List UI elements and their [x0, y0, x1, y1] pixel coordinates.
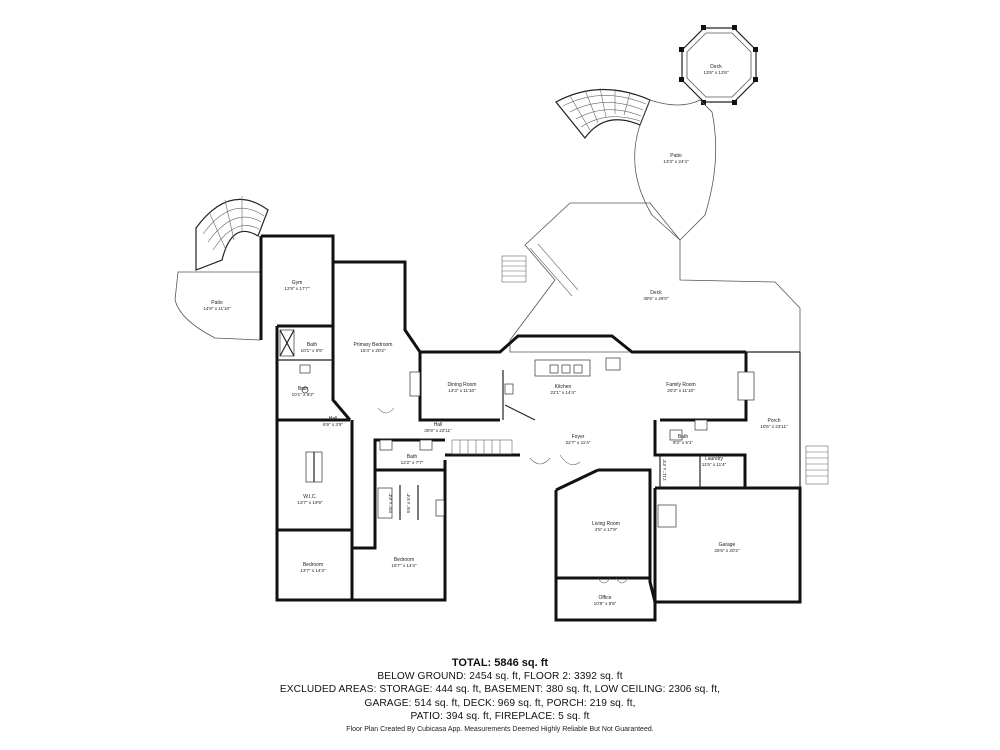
room-name: Bath [678, 434, 689, 440]
room-dim: 49'5" x 26'0" [643, 296, 669, 301]
room-dim: 10'1" x 6'5" [301, 348, 324, 353]
closet-label: 1'11" x 4'3" [662, 458, 667, 481]
room-name: Hall [329, 416, 338, 422]
room-dim: 4'5" x 17'9" [595, 527, 618, 532]
room-name: Garage [719, 542, 736, 548]
closet-label: 5'6" x 5'4" [406, 493, 411, 513]
octagon-deck [679, 25, 758, 105]
room-dim: 30'9" x 22'11" [424, 428, 452, 433]
room-name: Foyer [572, 434, 585, 440]
room-dim: 13'7" x 14'3" [300, 568, 326, 573]
room-dim: 14'3" x 11'10" [448, 388, 476, 393]
room-name: Patio [211, 300, 223, 306]
room-name: Bedroom [303, 562, 323, 568]
floor-plan: Deck 13'6" x 13'6" Patio 13'3" x 24'4" D… [174, 25, 829, 622]
room-dim: 13'6" x 13'6" [703, 70, 729, 75]
closet-label: 5'6" x 4'4" [388, 493, 393, 513]
room-name: Kitchen [555, 384, 572, 390]
area-summary: TOTAL: 5846 sq. ft BELOW GROUND: 2454 sq… [0, 656, 1000, 724]
summary-line: GARAGE: 514 sq. ft, DECK: 969 sq. ft, PO… [364, 697, 636, 709]
patio-top-outline [634, 99, 717, 241]
room-name: Laundry [705, 456, 724, 462]
summary-line: EXCLUDED AREAS: STORAGE: 444 sq. ft, BAS… [279, 684, 721, 696]
summary-line: BELOW GROUND: 2454 sq. ft, FLOOR 2: 3392… [377, 671, 623, 682]
room-dim: 20'3" x 11'10" [667, 388, 695, 393]
room-name: Family Room [666, 382, 695, 388]
room-dim: 9'3" x 5'1" [673, 440, 693, 445]
curved-steps-left [195, 196, 269, 271]
patio-left-outline [174, 271, 261, 341]
room-dim: 22'1" x 14'4" [550, 390, 576, 395]
room-name: Patio [670, 153, 682, 159]
room-labels: Deck 13'6" x 13'6" Patio 13'3" x 24'4" D… [203, 64, 788, 606]
room-name: Office [599, 595, 612, 601]
room-name: W.I.C. [303, 494, 317, 500]
curved-steps-top [555, 87, 651, 139]
room-dim: 14'9" x 11'10" [203, 306, 231, 311]
disclaimer: Floor Plan Created By Cubicasa App. Meas… [346, 726, 654, 733]
room-name: Bath [307, 342, 318, 348]
deck-main-outline [509, 202, 801, 353]
room-dim: 15'4" x 20'2" [360, 348, 386, 353]
total-area: TOTAL: 5846 sq. ft [451, 657, 549, 669]
interior-details [277, 329, 829, 584]
room-dim: 12'2" x 7'7" [401, 460, 424, 465]
room-dim: 25'6" x 20'2" [714, 548, 740, 553]
room-dim: 13'7" x 19'9" [297, 500, 323, 505]
room-name: Bath [298, 386, 309, 392]
summary-line: PATIO: 394 sq. ft, FIREPLACE: 5 sq. ft [410, 711, 590, 723]
room-dim: 10'1" x 9'2" [292, 392, 315, 397]
room-name: Bedroom [394, 557, 414, 563]
room-name: Primary Bedroom [354, 342, 393, 348]
room-name: Porch [767, 418, 780, 424]
room-name: Living Room [592, 521, 620, 527]
room-name: Deck [650, 290, 662, 296]
room-name: Hall [434, 422, 443, 428]
room-dim: 11'5" x 11'4" [702, 462, 727, 467]
room-dim: 12'9" x 17'7" [284, 286, 310, 291]
exterior-walls [259, 234, 802, 622]
room-dim: 22'7" x 11'4" [566, 440, 591, 445]
room-dim: 6'9" x 3'9" [323, 422, 343, 427]
room-name: Bath [407, 454, 418, 460]
room-dim: 13'3" x 24'4" [663, 159, 689, 164]
room-name: Dining Room [448, 382, 477, 388]
room-dim: 16'7" x 14'4" [391, 563, 417, 568]
room-dim: 10'8" x 8'6" [594, 601, 617, 606]
room-name: Gym [292, 280, 303, 286]
room-dim: 10'6" x 23'11" [760, 424, 788, 429]
room-name: Deck [710, 64, 722, 70]
deck-stairs [501, 243, 579, 297]
